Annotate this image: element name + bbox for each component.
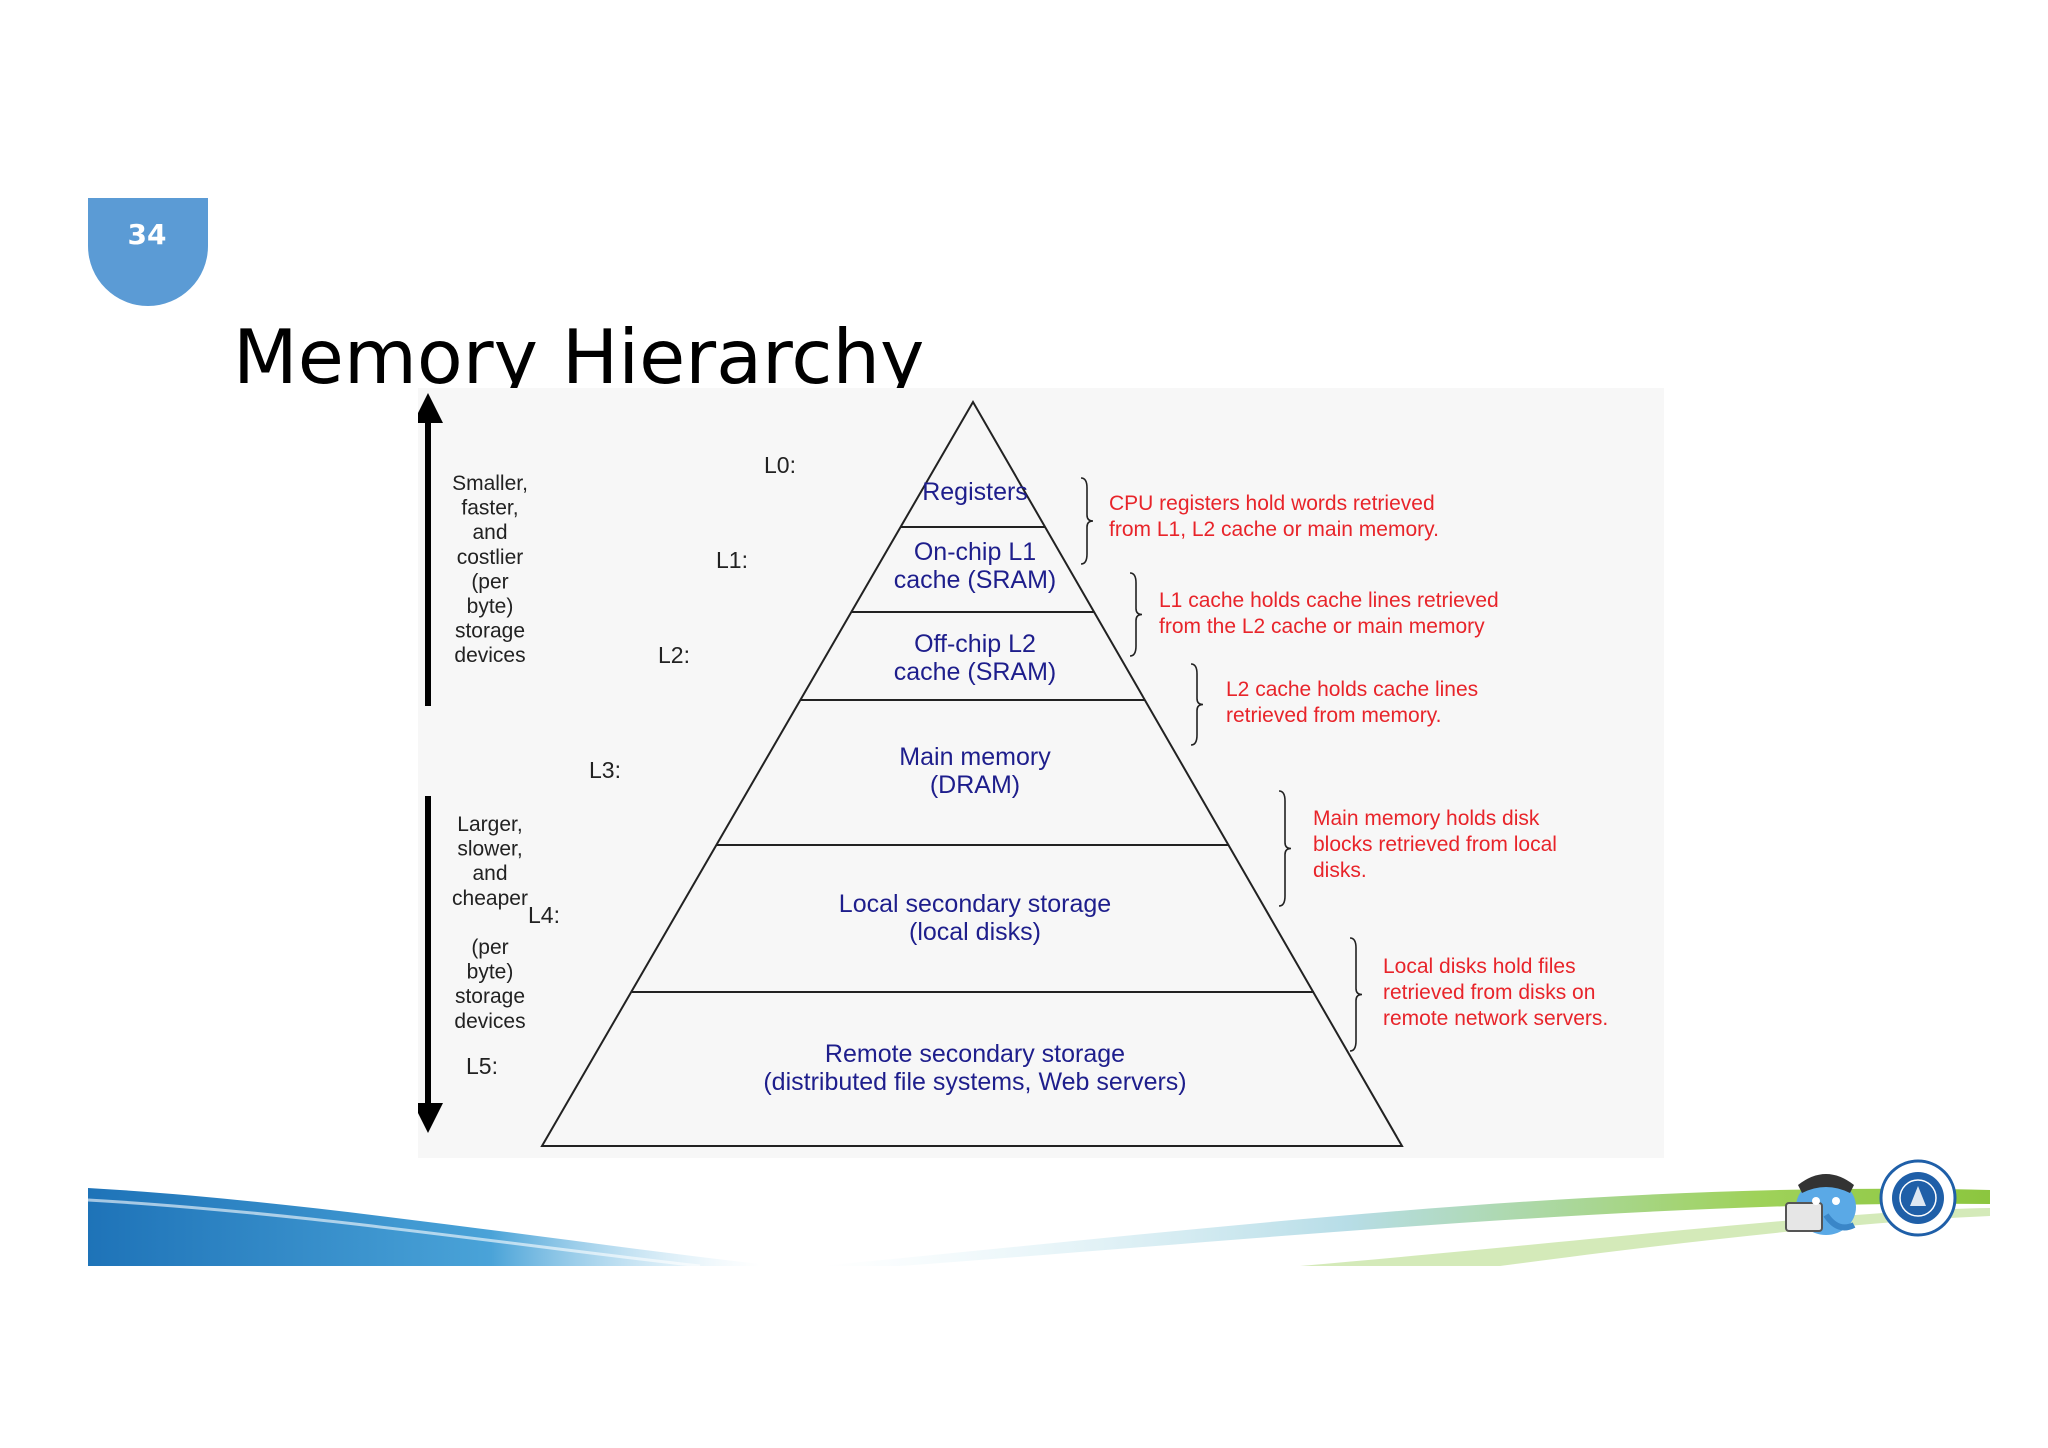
level-text: (DRAM) (930, 771, 1020, 799)
pyramid-outline (540, 400, 1404, 1147)
blue-swoosh (88, 1188, 760, 1266)
brace-icon (1129, 572, 1143, 657)
side-note-line: cheaper (452, 887, 528, 910)
side-note-line: byte) (467, 961, 514, 984)
annotation-line: disks. (1313, 859, 1367, 882)
level-id-label: L5: (466, 1053, 498, 1079)
level-id-label: L1: (716, 547, 748, 573)
side-note-line: storage (455, 985, 525, 1008)
brace-icon (1190, 663, 1204, 746)
slide-number: 34 (127, 218, 167, 251)
itb-seal-icon (1879, 1159, 1957, 1237)
annotation-line: L2 cache holds cache lines (1226, 678, 1478, 701)
level-text: cache (SRAM) (894, 566, 1057, 594)
green-swoosh (820, 1188, 1990, 1266)
annotation-line: from L1, L2 cache or main memory. (1109, 518, 1439, 541)
elephant-mascot-icon (1785, 1174, 1856, 1235)
side-note-line: devices (454, 644, 525, 667)
level-text: Off-chip L2 (914, 630, 1036, 658)
side-note-line: slower, (457, 838, 522, 861)
level-text: Registers (922, 478, 1028, 506)
level-text: Local secondary storage (839, 890, 1111, 918)
side-note-line: and (472, 862, 507, 885)
level-labels: L0: L1: L2: L3: L4: L5: (466, 452, 796, 1079)
side-note-line: storage (455, 620, 525, 643)
level-text: Main memory (899, 743, 1051, 771)
annotations: CPU registers hold words retrieved from L… (1109, 492, 1608, 1030)
side-note-line: costlier (457, 546, 524, 569)
side-note-line: faster, (461, 497, 518, 520)
side-note-line: and (472, 521, 507, 544)
diagram-canvas: Smaller,faster,andcostlier(perbyte)stora… (418, 393, 1608, 1147)
level-id-label: L3: (589, 757, 621, 783)
level-id-label: L4: (528, 902, 560, 928)
level-dividers (632, 526, 1314, 993)
side-note-line: Smaller, (452, 472, 528, 495)
level-text: Remote secondary storage (825, 1040, 1125, 1068)
level-id-label: L0: (764, 452, 796, 478)
side-note-line: devices (454, 1010, 525, 1033)
level-text: (local disks) (909, 918, 1041, 946)
side-note-line: (per (471, 570, 508, 593)
annotation-braces (1080, 477, 1363, 1052)
level-text: cache (SRAM) (894, 658, 1057, 686)
annotation-line: CPU registers hold words retrieved (1109, 492, 1435, 515)
level-text: (distributed file systems, Web servers) (763, 1068, 1186, 1096)
smaller-faster-note: Smaller,faster,andcostlier(perbyte)stora… (452, 472, 528, 667)
annotation-line: remote network servers. (1383, 1007, 1608, 1030)
annotation-line: retrieved from disks on (1383, 981, 1595, 1004)
blue-swoosh-highlight (87, 1198, 701, 1268)
side-note-line: byte) (467, 595, 514, 618)
level-id-label: L2: (658, 642, 690, 668)
side-note-line: Larger, (457, 813, 522, 836)
slide-title: Memory Hierarchy (233, 313, 925, 390)
annotation-line: Local disks hold files (1383, 955, 1576, 978)
annotation-line: retrieved from memory. (1226, 704, 1442, 727)
annotation-line: from the L2 cache or main memory (1159, 615, 1485, 638)
footer-swoosh (87, 1188, 1990, 1268)
annotation-line: blocks retrieved from local (1313, 833, 1557, 856)
brace-icon (1349, 937, 1363, 1052)
level-text: On-chip L1 (914, 538, 1036, 566)
annotation-line: L1 cache holds cache lines retrieved (1159, 589, 1499, 612)
side-note-line: (per (471, 936, 508, 959)
slide-number-badge: 34 (88, 198, 208, 306)
brace-icon (1278, 790, 1292, 907)
annotation-line: Main memory holds disk (1313, 807, 1540, 830)
brace-icon (1080, 477, 1094, 565)
